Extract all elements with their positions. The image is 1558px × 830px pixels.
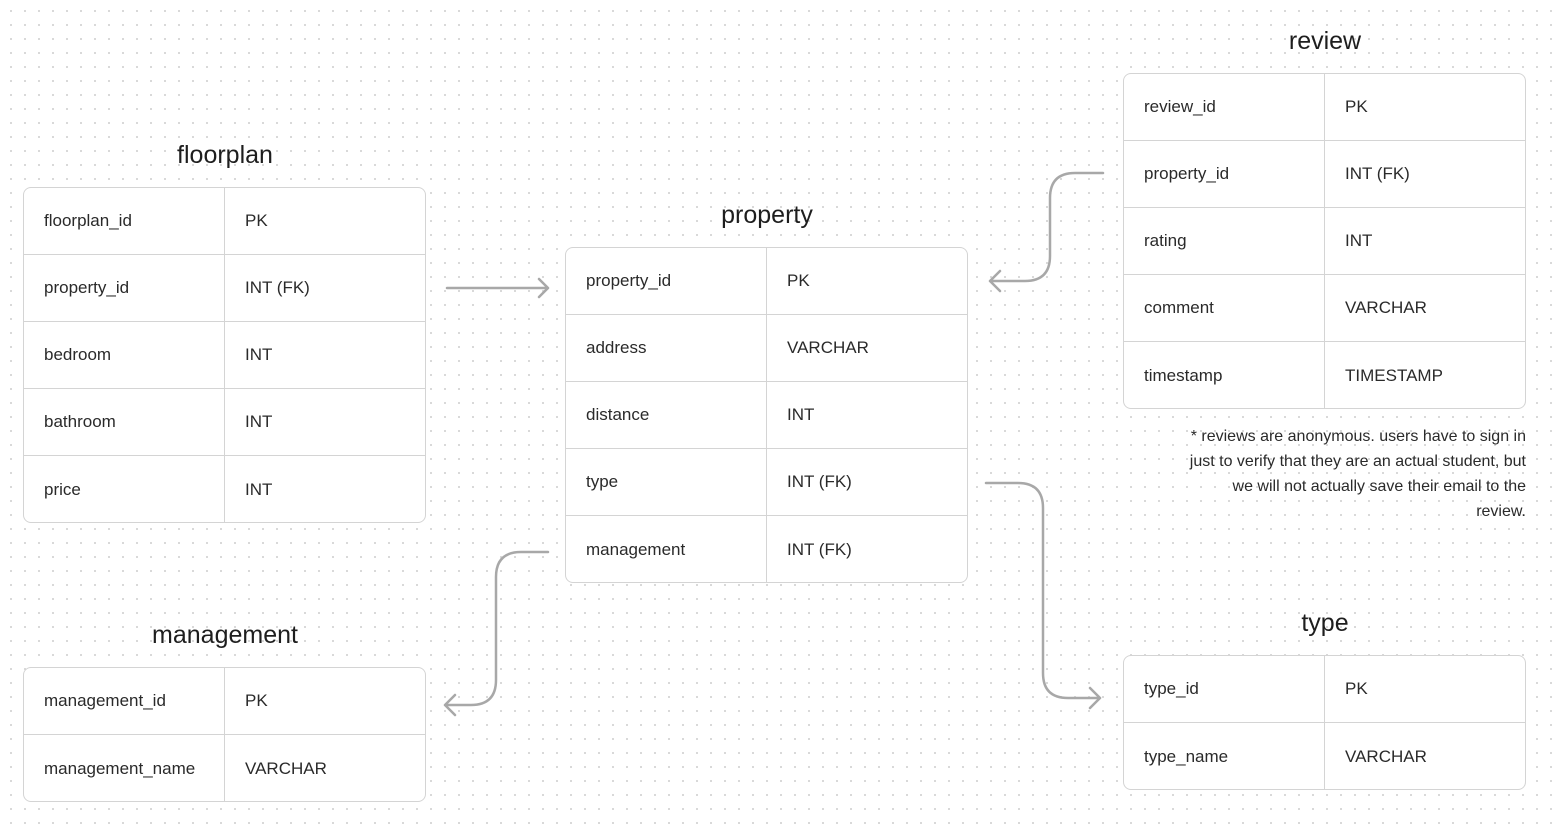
- field-name: bedroom: [24, 322, 225, 388]
- table-row: review_id PK: [1124, 74, 1525, 141]
- table-row: comment VARCHAR: [1124, 275, 1525, 342]
- property-to-management-arrow: [443, 550, 550, 717]
- review-title: review: [1288, 27, 1362, 55]
- property-to-type-arrow: [984, 481, 1102, 710]
- field-name: bathroom: [24, 389, 225, 455]
- field-name: comment: [1124, 275, 1325, 341]
- field-name: timestamp: [1124, 342, 1325, 408]
- table-row: management_id PK: [24, 668, 425, 735]
- field-type: VARCHAR: [1345, 746, 1427, 766]
- table-row: distance INT: [566, 382, 967, 449]
- field-type: INT: [245, 345, 273, 364]
- table-row: type_name VARCHAR: [1124, 723, 1525, 789]
- floorplan-title: floorplan: [177, 141, 273, 169]
- table-row: type_id PK: [1124, 656, 1525, 723]
- table-row: type INT (FK): [566, 449, 967, 516]
- table-row: property_id PK: [566, 248, 967, 315]
- field-type: INT: [787, 405, 815, 424]
- field-name: management_id: [24, 668, 225, 734]
- field-name: management_name: [24, 735, 225, 801]
- field-type: PK: [1345, 679, 1368, 698]
- review-to-property-arrow: [988, 171, 1105, 293]
- table-row: management INT (FK): [566, 516, 967, 582]
- table-row: rating INT: [1124, 208, 1525, 275]
- field-name: type_name: [1124, 723, 1325, 789]
- table-row: bathroom INT: [24, 389, 425, 456]
- field-name: property_id: [24, 255, 225, 321]
- field-type: INT: [245, 412, 273, 431]
- field-type: INT (FK): [245, 278, 310, 297]
- floorplan-table: floorplan_id PK property_id INT (FK) bed…: [23, 187, 426, 523]
- management-table: management_id PK management_name VARCHAR: [23, 667, 426, 802]
- field-type: INT (FK): [1345, 164, 1410, 183]
- field-type: VARCHAR: [1345, 298, 1427, 317]
- table-row: bedroom INT: [24, 322, 425, 389]
- field-type: INT: [1345, 231, 1373, 250]
- field-name: management: [566, 516, 767, 582]
- floorplan-to-property-arrow: [445, 277, 550, 299]
- field-name: review_id: [1124, 74, 1325, 140]
- table-row: price INT: [24, 456, 425, 522]
- table-row: address VARCHAR: [566, 315, 967, 382]
- type-table: type_id PK type_name VARCHAR: [1123, 655, 1526, 790]
- review-table: review_id PK property_id INT (FK) rating…: [1123, 73, 1526, 409]
- table-row: property_id INT (FK): [1124, 141, 1525, 208]
- table-row: floorplan_id PK: [24, 188, 425, 255]
- field-name: floorplan_id: [24, 188, 225, 254]
- table-row: management_name VARCHAR: [24, 735, 425, 801]
- review-note: * reviews are anonymous. users have to s…: [1189, 428, 1526, 520]
- type-title: type: [1301, 609, 1349, 637]
- field-name: price: [24, 456, 225, 522]
- field-name: address: [566, 315, 767, 381]
- field-name: property_id: [566, 248, 767, 314]
- field-name: distance: [566, 382, 767, 448]
- property-table: property_id PK address VARCHAR distance …: [565, 247, 968, 583]
- field-type: TIMESTAMP: [1345, 365, 1443, 385]
- field-type: INT: [245, 479, 273, 499]
- field-type: PK: [245, 211, 268, 230]
- property-title: property: [721, 201, 813, 229]
- table-row: timestamp TIMESTAMP: [1124, 342, 1525, 408]
- field-name: property_id: [1124, 141, 1325, 207]
- field-name: type_id: [1124, 656, 1325, 722]
- field-type: INT (FK): [787, 472, 852, 491]
- field-type: PK: [1345, 97, 1368, 116]
- field-type: PK: [787, 271, 810, 290]
- management-title: management: [152, 621, 298, 649]
- field-type: VARCHAR: [787, 338, 869, 357]
- field-type: INT (FK): [787, 539, 852, 559]
- field-name: type: [566, 449, 767, 515]
- field-type: VARCHAR: [245, 758, 327, 778]
- field-type: PK: [245, 691, 268, 710]
- table-row: property_id INT (FK): [24, 255, 425, 322]
- field-name: rating: [1124, 208, 1325, 274]
